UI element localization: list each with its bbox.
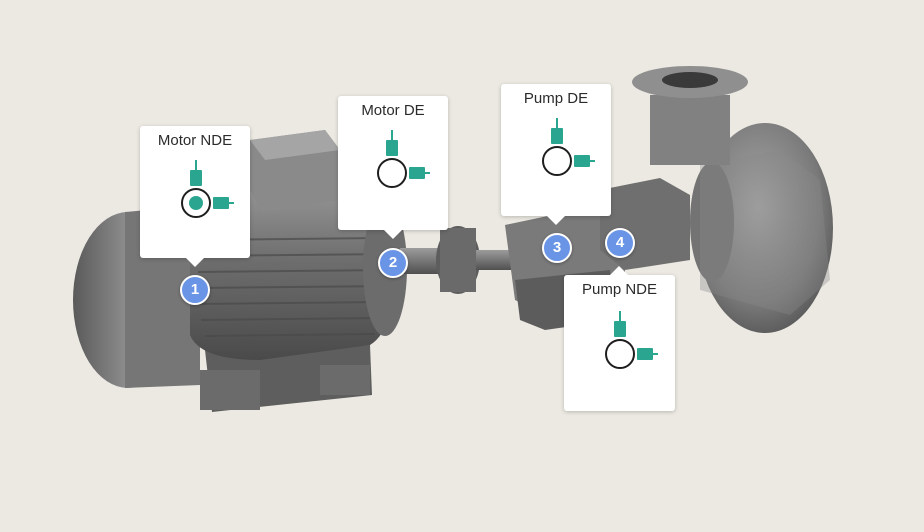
pump-volute xyxy=(697,123,833,333)
triaxial-sensor-icon xyxy=(605,311,658,369)
triaxial-sensor-icon xyxy=(377,130,430,188)
measurement-card-pump-nde[interactable]: Pump NDE xyxy=(564,266,675,411)
point-badge-1[interactable]: 1 xyxy=(180,275,210,305)
measurement-card-pump-de[interactable]: Pump DE xyxy=(501,84,611,225)
measurement-point-label: Pump NDE xyxy=(581,281,658,298)
measurement-point-label: Pump DE xyxy=(523,90,589,107)
point-badge-2[interactable]: 2 xyxy=(378,248,408,278)
discharge-nozzle xyxy=(650,95,730,165)
triaxial-sensor-icon xyxy=(181,160,234,218)
motor-foot xyxy=(200,370,260,410)
triaxial-sensor-icon xyxy=(542,118,595,176)
point-badge-3[interactable]: 3 xyxy=(542,233,572,263)
point-badge-4[interactable]: 4 xyxy=(605,228,635,258)
measurement-point-label: Motor NDE xyxy=(157,132,233,149)
measurement-card-motor-de[interactable]: Motor DE xyxy=(338,96,448,239)
measurement-card-motor-nde[interactable]: Motor NDE xyxy=(140,126,250,267)
measurement-point-label: Motor DE xyxy=(361,102,425,119)
